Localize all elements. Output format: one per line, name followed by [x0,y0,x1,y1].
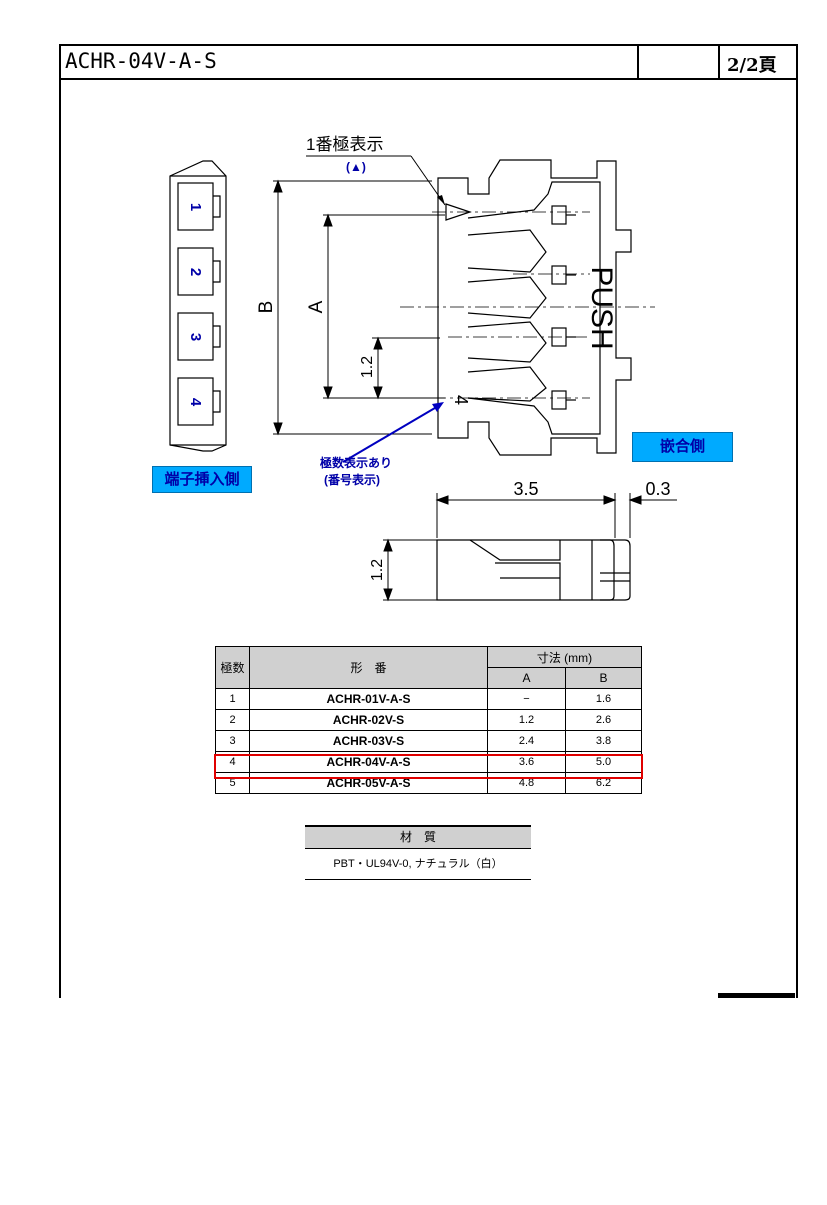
pin1-label: 1番極表示 [306,135,383,154]
terminal-side-label: 端子挿入側 [152,466,252,493]
dimension-table: 極数 形 番 寸法 (mm) A B 1 ACHR-01V-A-S − 1.6 … [215,646,642,794]
cell-poles: 2 [215,709,250,731]
pin-number: 3 [187,333,204,341]
pin1-mark: (▲) [346,160,366,174]
material-value: PBT・UL94V-0, ナチュラル（白） [305,849,531,880]
col-b-header: B [565,667,642,689]
push-text: PUSH [585,266,618,349]
col-poles-header: 極数 [215,646,250,689]
terminal-side-view [169,160,227,452]
drawing-frame: ACHR-04V-A-S 2/2頁 [59,44,798,998]
row-highlight [214,754,643,779]
cell-part: ACHR-03V-S [249,730,488,752]
col-dim-header: 寸法 (mm) [487,646,642,668]
table-row: 3 ACHR-03V-S 2.4 3.8 [215,730,642,752]
side-dimensions [383,493,677,602]
mating-side-view [437,159,632,456]
page-number: 2/2頁 [727,55,777,76]
pin-number: 1 [187,203,204,211]
dim-height-label: 1.2 [369,559,386,581]
pin-number: 4 [187,398,204,407]
title-block: ACHR-04V-A-S 2/2頁 [61,46,796,80]
pointer-arrow [342,404,441,463]
material-header: 材 質 [305,825,531,849]
dimension-a [323,213,445,400]
bottom-bar [718,993,795,998]
cell-a: 2.4 [487,730,566,752]
pin-count-label: 極数表示あり [320,455,392,470]
pin-count-sublabel: (番号表示) [324,472,380,487]
cell-poles: 3 [215,730,250,752]
table-row: 1 ACHR-01V-A-S − 1.6 [215,688,642,710]
cell-a: 1.2 [487,709,566,731]
cell-poles: 1 [215,688,250,710]
dim-pitch-label: 1.2 [359,356,376,378]
dim-width-label: 3.5 [513,479,538,499]
side-view [436,539,631,601]
pin-number: 2 [187,268,204,276]
cell-part: ACHR-02V-S [249,709,488,731]
cell-a: − [487,688,566,710]
cell-b: 3.8 [565,730,642,752]
dim-b-label: B [256,301,277,314]
title-divider [718,46,720,78]
title-divider [637,46,639,78]
cell-part: ACHR-04V-A-S [249,751,488,773]
dimension-b [273,179,432,436]
dimension-pitch [372,336,440,400]
cell-part: ACHR-01V-A-S [249,688,488,710]
cell-b: 1.6 [565,688,642,710]
part-number-title: ACHR-04V-A-S [65,49,217,73]
col-a-header: A [487,667,566,689]
table-row: 2 ACHR-02V-S 1.2 2.6 [215,709,642,731]
cell-b: 2.6 [565,709,642,731]
col-part-header: 形 番 [249,646,488,689]
material-box: 材 質 PBT・UL94V-0, ナチュラル（白） [305,825,531,880]
center-lines [400,211,655,399]
end-number: 4 [451,395,471,405]
dim-a-label: A [306,300,327,313]
mating-side-label: 嵌合側 [632,432,733,462]
dim-tab-label: 0.3 [645,479,670,499]
